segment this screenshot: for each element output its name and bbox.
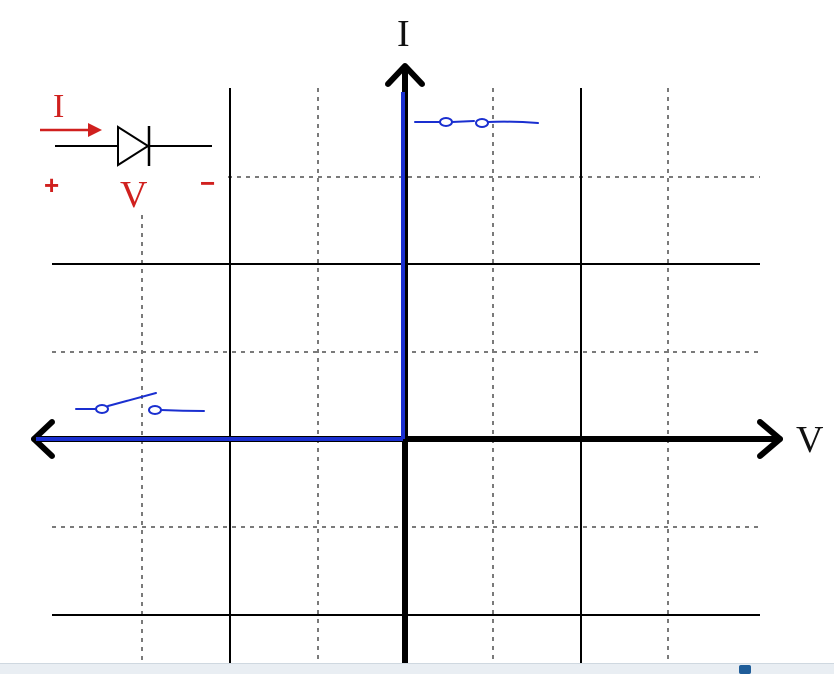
window-bottom-strip (0, 663, 834, 674)
minus-sign: − (200, 168, 215, 198)
current-label: I (53, 88, 64, 125)
y-axis-label: I (397, 13, 410, 55)
plus-sign: + (44, 170, 59, 200)
voltage-label: V (120, 174, 148, 216)
iv-curve (36, 92, 405, 441)
diode-triangle (117, 125, 150, 167)
switch-closed-sketch (414, 117, 539, 128)
switch-open-sketch (75, 392, 205, 415)
diode-symbol (40, 123, 212, 167)
x-axis-label: V (796, 419, 824, 461)
taskbar-icon (739, 665, 751, 674)
current-arrow-icon (88, 123, 102, 137)
y-axis-arrow-up (385, 63, 425, 87)
x-axis-arrow-left (31, 419, 55, 459)
x-axis-arrow-right (757, 419, 783, 459)
